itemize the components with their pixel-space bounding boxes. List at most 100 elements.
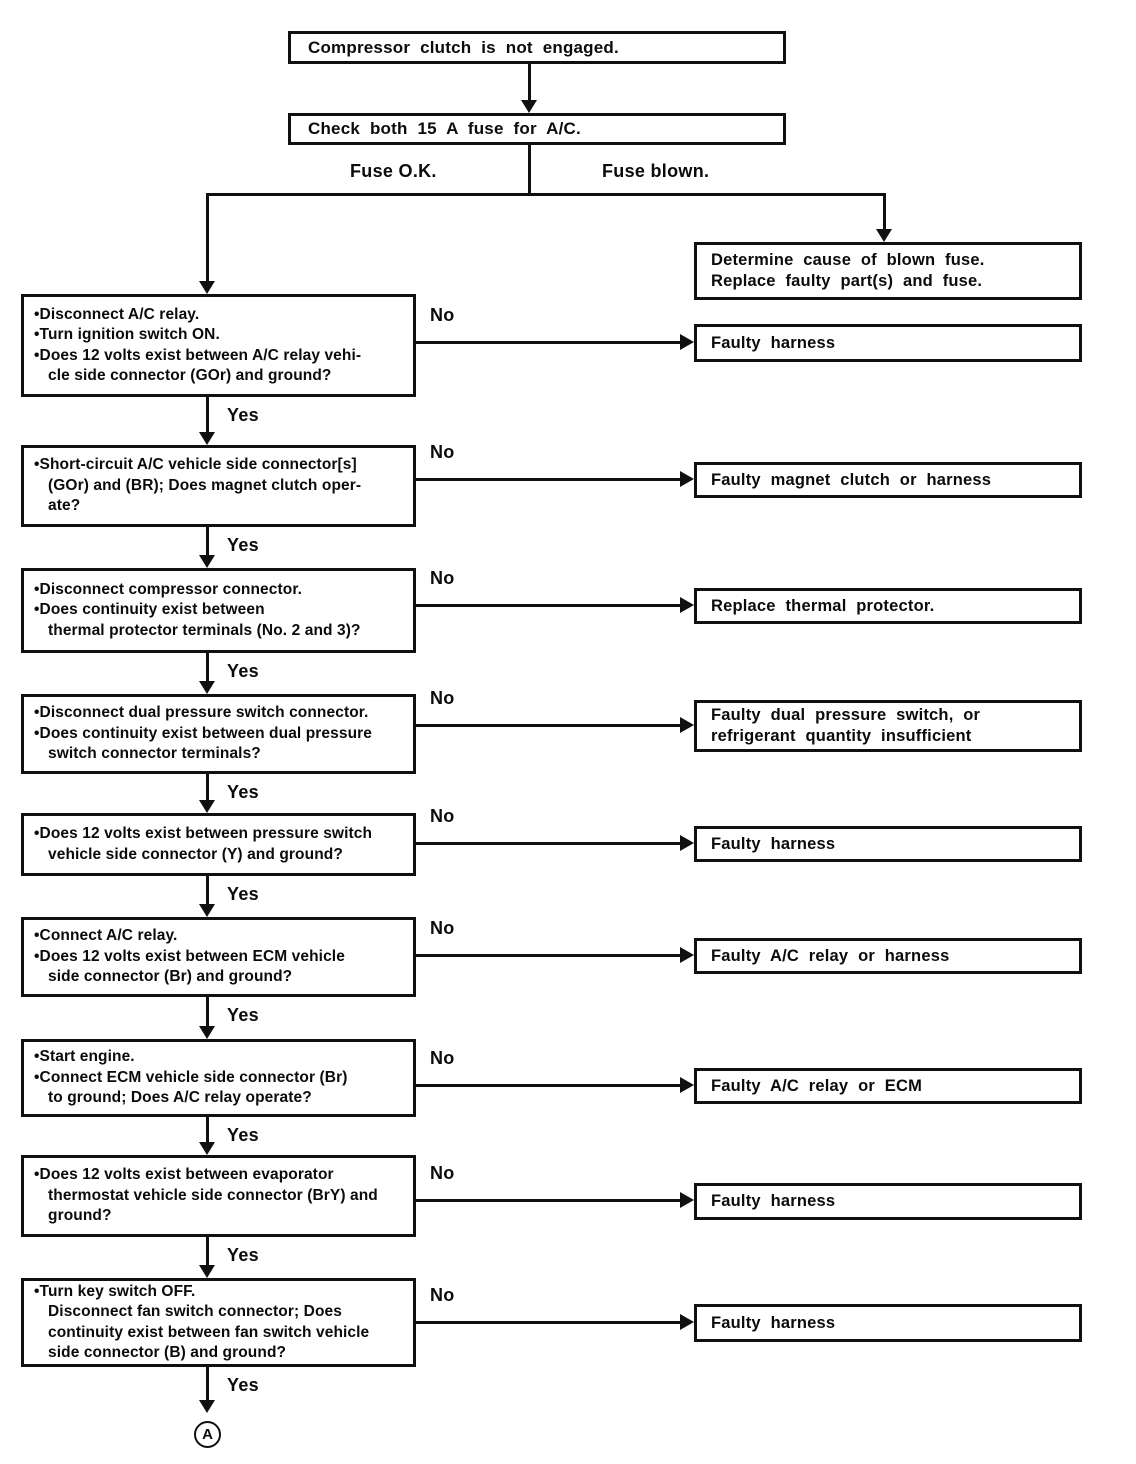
result-text: Faulty harness (711, 1313, 836, 1332)
connector-branch-split (206, 193, 885, 196)
yes-label: Yes (227, 661, 259, 681)
question-bullet: Does 12 volts exist between ECM vehicle … (34, 947, 407, 988)
result-node-blown-fuse: Determine cause of blown fuse. Replace f… (694, 242, 1082, 300)
question-bullet: Connect ECM vehicle side connector (Br) … (34, 1068, 407, 1109)
result-text: Faulty dual pressure switch, or refriger… (711, 706, 981, 745)
question-bullet: Connect A/C relay. (34, 926, 407, 947)
arrowhead-no (680, 1077, 694, 1093)
question-node: Short-circuit A/C vehicle side connector… (21, 445, 416, 527)
question-node: Does 12 volts exist between evaporator t… (21, 1155, 416, 1237)
arrowhead-yes (199, 800, 215, 813)
result-node: Faulty A/C relay or ECM (694, 1068, 1082, 1104)
arrowhead-yes (199, 1026, 215, 1039)
yes-label: Yes (227, 535, 259, 555)
connector-no (416, 478, 680, 481)
question-bullet: Turn key switch OFF. Disconnect fan swit… (34, 1282, 407, 1364)
no-label: No (430, 918, 455, 938)
connector-no (416, 604, 680, 607)
connector-yes (206, 1237, 209, 1265)
question-bullet: Does 12 volts exist between A/C relay ve… (34, 346, 407, 387)
result-node: Faulty magnet clutch or harness (694, 462, 1082, 498)
arrowhead-final-yes (199, 1400, 215, 1413)
no-label: No (430, 305, 455, 325)
no-label: No (430, 442, 455, 462)
arrowhead-yes (199, 432, 215, 445)
connector-yes (206, 997, 209, 1026)
arrowhead-yes (199, 1142, 215, 1155)
result-node: Faulty A/C relay or harness (694, 938, 1082, 974)
question-node: Disconnect A/C relay.Turn ignition switc… (21, 294, 416, 397)
branch-label-fuse-ok: Fuse O.K. (350, 161, 437, 181)
result-text: Faulty A/C relay or harness (711, 946, 950, 965)
result-node: Faulty harness (694, 826, 1082, 862)
arrowhead-no (680, 334, 694, 350)
question-bullet: Short-circuit A/C vehicle side connector… (34, 455, 407, 517)
arrowhead-no (680, 947, 694, 963)
connector-no (416, 954, 680, 957)
no-label: No (430, 806, 455, 826)
result-text: Faulty harness (711, 333, 836, 352)
offpage-connector-label: A (202, 1426, 213, 1443)
result-node: Faulty harness (694, 1304, 1082, 1342)
arrowhead-no (680, 835, 694, 851)
question-node: Connect A/C relay.Does 12 volts exist be… (21, 917, 416, 997)
connector-no (416, 1199, 680, 1202)
no-label: No (430, 1163, 455, 1183)
branch-label-fuse-blown: Fuse blown. (602, 161, 710, 181)
question-bullet: Disconnect compressor connector. (34, 580, 407, 601)
question-bullet: Turn ignition switch ON. (34, 325, 407, 346)
no-label: No (430, 688, 455, 708)
result-text-blown-fuse: Determine cause of blown fuse. Replace f… (711, 251, 985, 290)
result-text: Faulty A/C relay or ECM (711, 1076, 923, 1095)
connector-fuse-blown-drop (883, 193, 886, 229)
question-bullet: Does 12 volts exist between pressure swi… (34, 824, 407, 865)
connector-start-to-check (528, 64, 531, 100)
yes-label: Yes (227, 782, 259, 802)
no-label: No (430, 568, 455, 588)
arrowhead-fuse-blown-drop (876, 229, 892, 242)
yes-label: Yes (227, 405, 259, 425)
fuse-check-node: Check both 15 A fuse for A/C. (288, 113, 786, 145)
question-node: Disconnect dual pressure switch connecto… (21, 694, 416, 774)
arrowhead-no (680, 1314, 694, 1330)
result-text: Faulty harness (711, 1192, 836, 1210)
connector-no (416, 341, 680, 344)
arrowhead-no (680, 471, 694, 487)
connector-yes (206, 774, 209, 800)
no-label: No (430, 1285, 455, 1305)
arrowhead-no (680, 597, 694, 613)
result-node: Replace thermal protector. (694, 588, 1082, 624)
arrowhead-fuse-ok-drop (199, 281, 215, 294)
connector-no (416, 842, 680, 845)
connector-fuse-ok-drop (206, 193, 209, 281)
arrowhead-yes (199, 681, 215, 694)
final-yes-label: Yes (227, 1375, 259, 1395)
connector-check-stem (528, 145, 531, 193)
arrowhead-yes (199, 555, 215, 568)
question-bullet: Disconnect A/C relay. (34, 305, 407, 326)
result-node: Faulty dual pressure switch, or refriger… (694, 700, 1082, 752)
result-node: Faulty harness (694, 324, 1082, 362)
connector-yes (206, 397, 209, 432)
arrowhead-no (680, 1192, 694, 1208)
question-bullet: Start engine. (34, 1047, 407, 1068)
yes-label: Yes (227, 1125, 259, 1145)
start-node-text: Compressor clutch is not engaged. (308, 37, 619, 57)
connector-no (416, 724, 680, 727)
question-node: Does 12 volts exist between pressure swi… (21, 813, 416, 876)
yes-label: Yes (227, 1245, 259, 1265)
question-bullet: Disconnect dual pressure switch connecto… (34, 703, 407, 724)
question-bullet: Does 12 volts exist between evaporator t… (34, 1165, 407, 1227)
connector-no (416, 1321, 680, 1324)
question-node: Turn key switch OFF. Disconnect fan swit… (21, 1278, 416, 1367)
question-bullet: Does continuity exist between thermal pr… (34, 600, 407, 641)
question-node: Disconnect compressor connector.Does con… (21, 568, 416, 653)
connector-yes (206, 653, 209, 681)
arrowhead-yes (199, 904, 215, 917)
fuse-check-text: Check both 15 A fuse for A/C. (308, 119, 581, 138)
no-label: No (430, 1048, 455, 1068)
start-node: Compressor clutch is not engaged. (288, 31, 786, 64)
question-bullet: Does continuity exist between dual press… (34, 724, 407, 765)
result-node: Faulty harness (694, 1183, 1082, 1220)
